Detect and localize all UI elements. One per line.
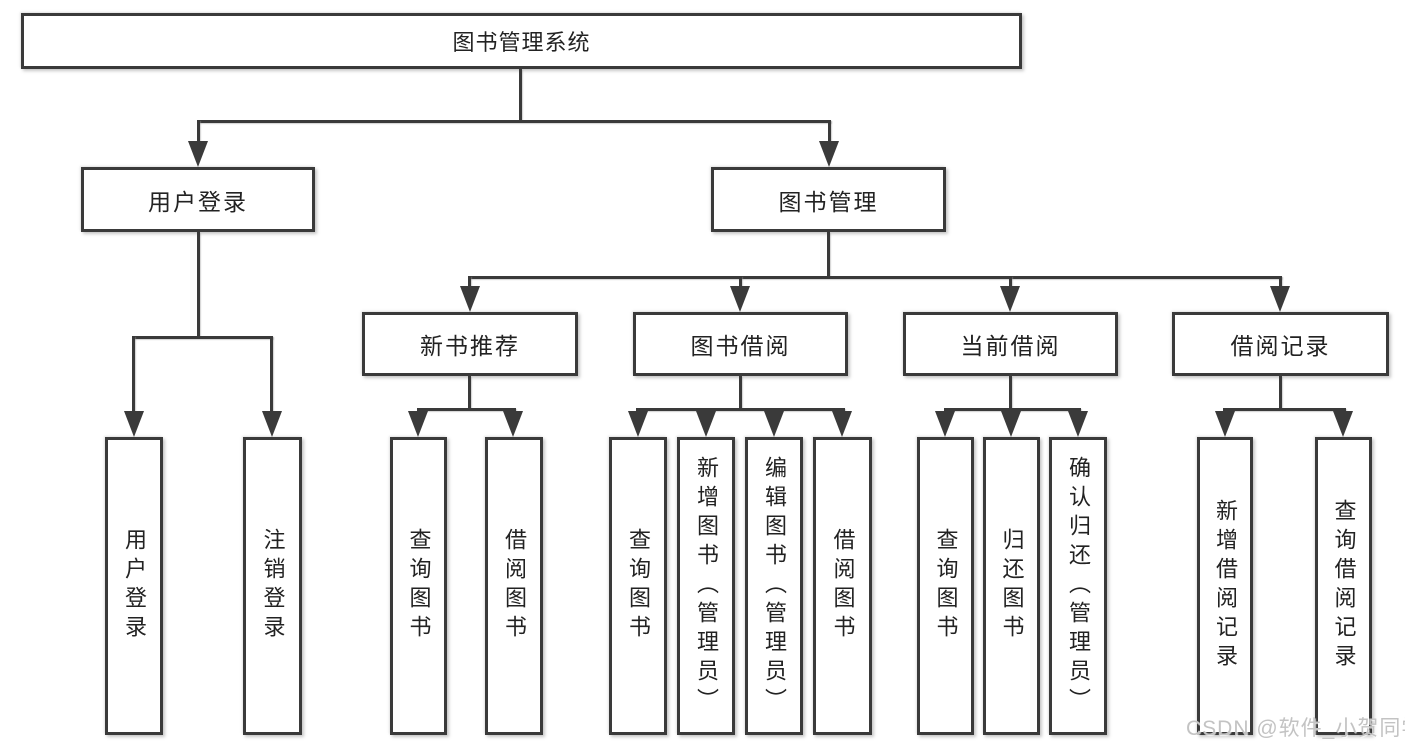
node-label: 图书管理系统 [452, 30, 591, 55]
arrowhead-icon [832, 411, 852, 437]
connector-line [636, 408, 845, 411]
arrowhead-icon [696, 411, 716, 437]
arrowhead-icon [460, 286, 480, 312]
arrowhead-icon [1001, 411, 1021, 437]
arrowhead-icon [262, 411, 282, 437]
arrowhead-icon [819, 141, 839, 167]
node-label: 编辑图书（管理员） [762, 455, 787, 717]
connector-line [739, 276, 742, 287]
node-current-borrowing: 当前借阅 [903, 312, 1118, 376]
connector-line [519, 69, 522, 120]
node-book-borrowing: 图书借阅 [633, 312, 848, 376]
connector-line [270, 336, 273, 412]
node-label: 新书推荐 [420, 333, 520, 359]
arrowhead-icon [730, 286, 750, 312]
connector-line [468, 276, 471, 287]
connector-line [1009, 276, 1012, 287]
node-user-login: 用户登录 [81, 167, 315, 232]
connector-line [197, 120, 831, 123]
node-label: 借阅记录 [1230, 333, 1331, 359]
connector-line [739, 376, 742, 408]
node-library-management-system: 图书管理系统 [21, 13, 1022, 69]
arrowhead-icon [1333, 411, 1353, 437]
watermark-text: CSDN @软件_小贺同学 [1186, 717, 1405, 740]
node-label: 注销登录 [260, 528, 286, 644]
node-label: 确认归还（管理员） [1066, 455, 1091, 717]
leaf-return-books: 归还图书 [983, 437, 1040, 735]
connector-line [468, 276, 1282, 279]
connector-line [1279, 376, 1282, 408]
arrowhead-icon [124, 411, 144, 437]
leaf-borrow-books-borrowing: 借阅图书 [813, 437, 872, 735]
arrowhead-icon [628, 411, 648, 437]
connector-line [197, 232, 200, 336]
arrowhead-icon [1000, 286, 1020, 312]
connector-line [828, 120, 831, 142]
connector-line [1009, 376, 1012, 408]
node-label: 归还图书 [999, 528, 1025, 644]
node-label: 查询图书 [406, 528, 432, 644]
node-borrowing-records: 借阅记录 [1172, 312, 1389, 376]
arrowhead-icon [764, 411, 784, 437]
node-label: 新增借阅记录 [1213, 499, 1238, 673]
node-label: 借阅图书 [830, 528, 856, 644]
connector-line [944, 408, 1081, 411]
arrowhead-icon [408, 411, 428, 437]
arrowhead-icon [503, 411, 523, 437]
node-new-book-recommend: 新书推荐 [362, 312, 578, 376]
node-label: 当前借阅 [960, 333, 1061, 359]
node-label: 查询图书 [626, 528, 651, 644]
leaf-logout: 注销登录 [243, 437, 302, 735]
arrowhead-icon [1215, 411, 1235, 437]
leaf-edit-book-admin: 编辑图书（管理员） [745, 437, 803, 735]
node-label: 图书管理 [778, 188, 879, 215]
node-label: 图书借阅 [690, 333, 791, 359]
connector-line [1279, 276, 1282, 287]
node-book-management: 图书管理 [711, 167, 946, 232]
connector-line [417, 408, 516, 411]
leaf-borrow-books-recommend: 借阅图书 [485, 437, 543, 735]
connector-line [132, 336, 273, 339]
connector-line [1223, 408, 1346, 411]
arrowhead-icon [1270, 286, 1290, 312]
leaf-query-books-current: 查询图书 [917, 437, 974, 735]
node-label: 用户登录 [148, 188, 248, 215]
arrowhead-icon [1068, 411, 1088, 437]
leaf-confirm-return-admin: 确认归还（管理员） [1049, 437, 1107, 735]
connector-line [132, 336, 135, 412]
leaf-add-book-admin: 新增图书（管理员） [677, 437, 735, 735]
leaf-query-borrow-record: 查询借阅记录 [1315, 437, 1372, 735]
node-label: 用户登录 [122, 528, 147, 644]
node-label: 新增图书（管理员） [694, 455, 719, 717]
leaf-query-books-borrowing: 查询图书 [609, 437, 667, 735]
arrowhead-icon [188, 141, 208, 167]
connector-line [197, 120, 200, 142]
leaf-user-login: 用户登录 [105, 437, 163, 735]
leaf-add-borrow-record: 新增借阅记录 [1197, 437, 1253, 735]
node-label: 查询借阅记录 [1331, 499, 1357, 673]
leaf-query-books-recommend: 查询图书 [390, 437, 447, 735]
connector-line [468, 376, 471, 408]
node-label: 借阅图书 [502, 528, 527, 644]
arrowhead-icon [935, 411, 955, 437]
connector-line [827, 232, 830, 276]
node-label: 查询图书 [933, 528, 959, 644]
